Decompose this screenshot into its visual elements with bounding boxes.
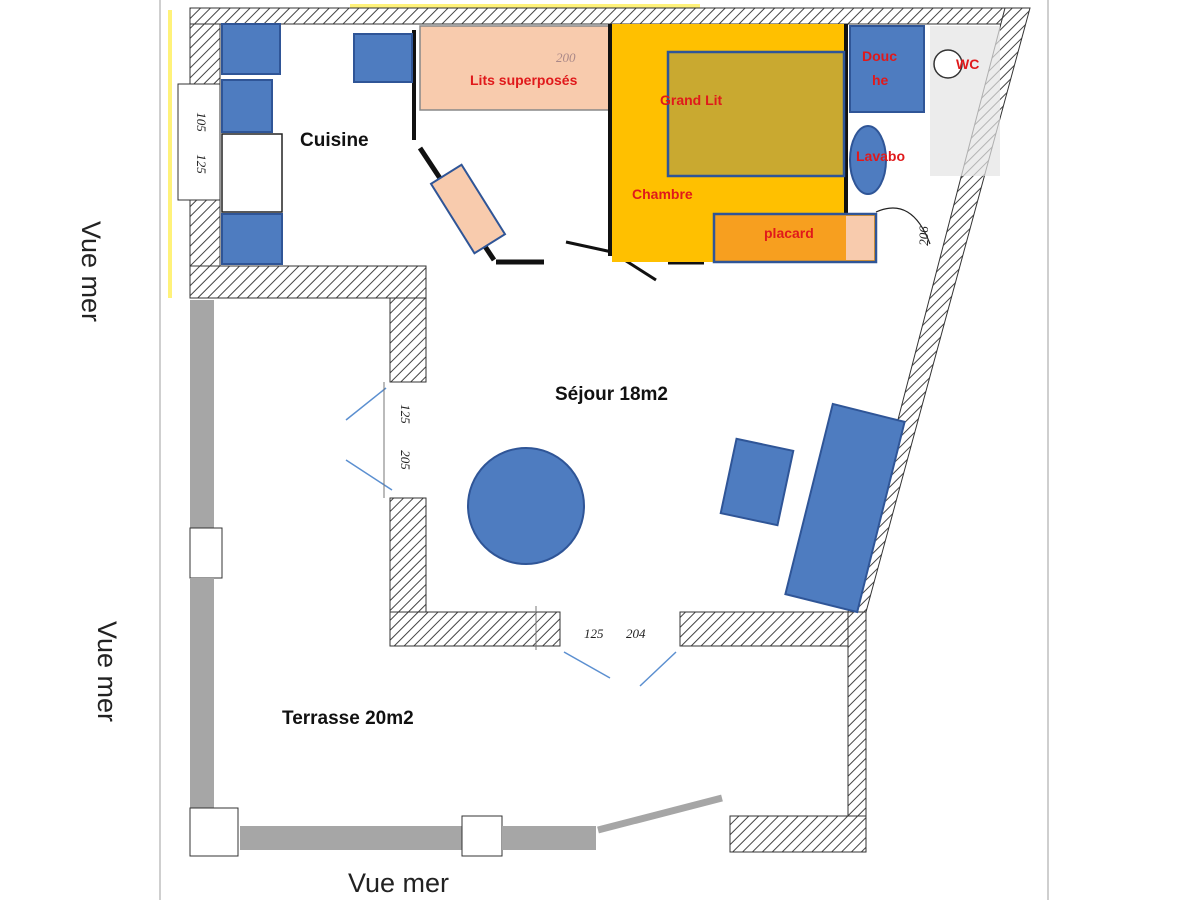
- terrace-railing-bottom-right: [502, 826, 596, 850]
- bath-door-arc: [875, 207, 931, 245]
- wc-area-texture: [930, 26, 1000, 176]
- shower-label-bottom: he: [872, 72, 889, 88]
- view-label-bottom: Vue mer: [348, 868, 450, 898]
- window-kitchen: [177, 83, 221, 201]
- kitchen-cabinet-bottom: [221, 213, 283, 265]
- terrace-pillar-corner: [189, 807, 239, 857]
- bunk-beds-label: Lits superposés: [470, 72, 578, 88]
- view-label-left-top: Vue mer: [76, 220, 107, 323]
- bunk-beds: [419, 25, 611, 111]
- terrace-railing-left-lower: [190, 578, 214, 808]
- sink-label: Lavabo: [856, 148, 906, 164]
- dim-living-205: 205: [397, 450, 413, 470]
- door-swing-2: [345, 459, 393, 491]
- closet-label: placard: [764, 225, 814, 241]
- wall-top: [189, 7, 1006, 25]
- wall-kitchen-left-lower: [189, 199, 221, 267]
- terrace-pillar-bottom: [461, 815, 503, 857]
- toilet: [933, 49, 963, 79]
- terrace-label: Terrasse 20m2: [282, 708, 414, 729]
- wall-kitchen-left: [189, 23, 221, 85]
- dining-table: [467, 447, 585, 565]
- dim-living-125: 125: [397, 404, 413, 424]
- kitchen-table: [353, 33, 413, 83]
- wall-living-left-upper: [389, 297, 427, 383]
- dim-terrace-125: 125: [584, 626, 604, 641]
- armchair: [719, 437, 795, 527]
- dim-terrace-204: 204: [626, 626, 646, 641]
- wall-living-bottom-left: [389, 611, 561, 647]
- dim-kitchen-125: 125: [193, 154, 209, 174]
- closet-end: [846, 216, 874, 260]
- terrace-railing-bottom-left: [240, 826, 462, 850]
- wc-label: WC: [956, 56, 980, 72]
- door-swing-1: [345, 387, 387, 421]
- bedroom-label: Chambre: [632, 186, 693, 202]
- terrace-gate: [597, 794, 723, 834]
- living-label: Séjour 18m2: [555, 384, 668, 405]
- kitchen-stove: [221, 133, 283, 213]
- view-label-left-bottom: Vue mer: [92, 620, 123, 723]
- terrace-pillar-left: [189, 527, 223, 579]
- wall-living-bottom-right: [679, 611, 863, 647]
- door-swing-4: [639, 651, 677, 687]
- kitchen-label: Cuisine: [300, 130, 369, 151]
- wall-mid-horizontal: [189, 265, 427, 299]
- kitchen-cabinet-middle: [221, 79, 273, 133]
- shower-label-top: Douc: [862, 48, 897, 64]
- door-swing-3: [563, 651, 611, 679]
- kitchen-cabinet-top: [221, 23, 281, 75]
- dim-bath-206: 206: [915, 226, 931, 246]
- bunk-desk: [429, 163, 507, 255]
- dim-bunk-200: 200: [556, 50, 576, 65]
- bedroom-door: [565, 240, 613, 254]
- sink-basin: [849, 125, 887, 195]
- double-bed-label: Grand Lit: [660, 92, 723, 108]
- terrace-railing-left-upper: [190, 300, 214, 528]
- dim-kitchen-105: 105: [193, 112, 209, 132]
- shower: [849, 25, 925, 113]
- wall-terrace-bottom-right: [729, 815, 867, 853]
- double-bed: [666, 50, 846, 178]
- sofa: [784, 402, 906, 614]
